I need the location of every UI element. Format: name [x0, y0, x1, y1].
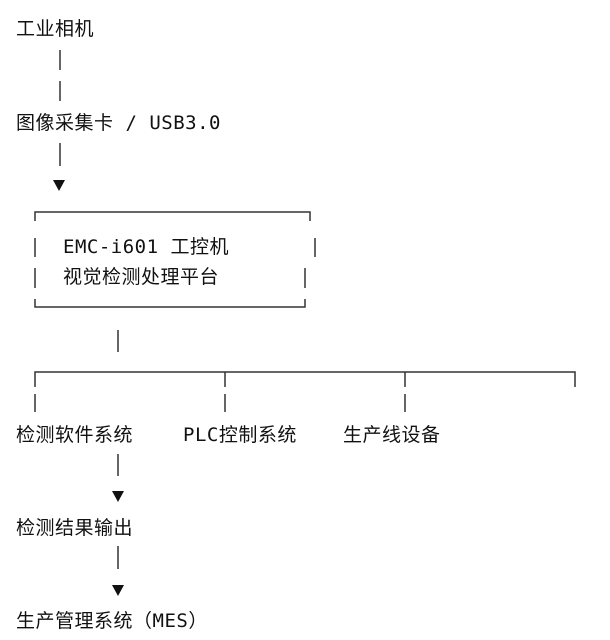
arrow-down-to-ipc [53, 180, 65, 191]
node-mes: 生产管理系统（MES） [16, 610, 208, 632]
node-camera: 工业相机 [16, 18, 95, 40]
node-ipc-title: EMC-i601 工控机 [63, 236, 229, 258]
ipc-box: EMC-i601 工控机 视觉检测处理平台 [35, 212, 315, 308]
ipc-box-frame-top [34, 211, 311, 221]
node-plc-system: PLC控制系统 [183, 424, 297, 446]
arrow-down-to-mes [112, 585, 124, 596]
node-ipc-subtitle: 视觉检测处理平台 [63, 266, 220, 288]
distribution-bus [34, 371, 576, 387]
node-production-equipment: 生产线设备 [343, 424, 441, 446]
node-inspection-software: 检测软件系统 [16, 424, 134, 446]
node-capture-card: 图像采集卡 / USB3.0 [16, 112, 221, 134]
arrow-down-to-result [112, 491, 124, 502]
node-result-output: 检测结果输出 [16, 517, 134, 539]
ipc-box-frame-bottom [34, 299, 306, 308]
